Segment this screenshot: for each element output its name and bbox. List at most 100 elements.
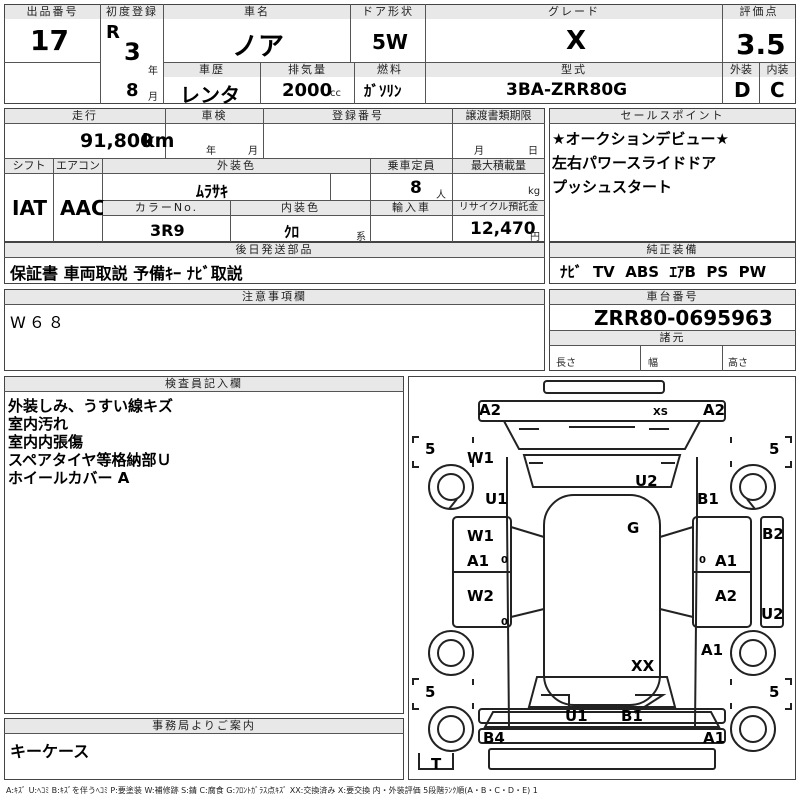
damage-legend: A:ｷｽﾞ U:ﾍｺﾐ B:ｷｽﾞを伴うﾍｺﾐ P:要塗装 W:補修跡 S:錆 …: [6, 786, 538, 795]
colorno-label: カラーNo.: [103, 201, 230, 215]
mark-a1-right-door: A1: [715, 552, 738, 570]
grade: X: [566, 26, 587, 56]
score: 3.5: [736, 28, 786, 61]
caution-label: 注意事項欄: [5, 290, 544, 304]
reg-era: R: [106, 22, 120, 43]
office-label: 事務局よりご案内: [5, 719, 403, 733]
fuel: ｶﾞｿﾘﾝ: [364, 82, 402, 100]
mark-t-spare: T: [431, 755, 442, 773]
model-label: 型式: [426, 63, 722, 77]
mark-a1-left-door: A1: [467, 552, 490, 570]
header-block: [4, 4, 796, 104]
transfer-day: 日: [528, 146, 538, 157]
score-label: 評価点: [723, 5, 795, 19]
transfer-month: 月: [474, 146, 484, 157]
mark-u1-left: U1: [485, 490, 508, 508]
spec-width: 幅: [648, 358, 658, 369]
mark-b2-side: B2: [762, 525, 784, 543]
mark-u1-rear: U1: [565, 707, 588, 725]
details-block: [4, 108, 545, 242]
lot-label: 出品番号: [5, 5, 100, 19]
grade-label: グレード: [426, 5, 722, 19]
name-label: 車名: [164, 5, 350, 19]
mileage-unit: km: [142, 130, 175, 152]
history: レンタ: [180, 83, 240, 107]
chassis-number: ZRR80-0695963: [594, 306, 773, 330]
recycle-label: リサイクル預託金: [453, 201, 544, 215]
mark-a2-front-left: A2: [479, 401, 502, 419]
spec-length: 長さ: [556, 358, 576, 369]
mark-zero-right: 0: [699, 555, 706, 566]
intcolor-label: 内装色: [231, 201, 370, 215]
recycle: 12,470: [470, 219, 536, 239]
regno-label: 登録番号: [264, 109, 452, 123]
mark-a1-rear-right: A1: [701, 641, 724, 659]
sales-line-2: 左右パワースライドドア: [552, 154, 717, 172]
lot-number: 17: [30, 24, 69, 57]
mark-w1-fender: W1: [467, 449, 494, 467]
intcolor-unit: 系: [356, 232, 366, 243]
sales-line-3: プッシュスタート: [552, 178, 673, 196]
capacity-label: 乗車定員: [371, 159, 452, 173]
capacity: 8: [410, 178, 422, 198]
mark-b1-right: B1: [697, 490, 719, 508]
tire-tread-rear-right: 5: [769, 683, 780, 701]
tire-tread-front-left: 5: [425, 440, 436, 458]
inspector-block: [4, 376, 404, 714]
load-label: 最大積載量: [453, 159, 544, 173]
office-text: キーケース: [10, 742, 90, 761]
equip-list: ﾅﾋﾞ TV ABS ｴｱB PS PW: [560, 263, 767, 281]
tire-tread-rear-left: 5: [425, 683, 436, 701]
sales-label: セールスポイント: [550, 109, 795, 123]
reg-month-unit: 月: [148, 92, 158, 103]
colorno: 3R9: [150, 221, 185, 240]
reg-year-unit: 年: [148, 66, 158, 77]
mark-xs: XS: [653, 407, 668, 418]
mark-w2-rear-door: W2: [467, 587, 494, 605]
model: 3BA-ZRR80G: [506, 80, 628, 100]
history-label: 車歴: [164, 63, 260, 77]
exterior-label: 外装: [723, 63, 759, 77]
transfer-label: 譲渡書類期限: [453, 109, 544, 123]
mark-a2-front-right: A2: [703, 401, 726, 419]
reg-month: 8: [126, 80, 139, 101]
interior-color: ｸﾛ: [284, 223, 300, 241]
door-type: 5W: [372, 30, 408, 54]
displacement-label: 排気量: [261, 63, 354, 77]
capacity-unit: 人: [436, 190, 446, 201]
chassis-label: 車台番号: [550, 290, 795, 304]
sales-block: [549, 108, 796, 242]
exterior-color: ﾑﾗｻｷ: [196, 182, 229, 201]
reg-year: 3: [124, 38, 141, 66]
inspector-label: 検査員記入欄: [5, 377, 403, 391]
load-unit: kg: [528, 186, 541, 197]
mileage: 91,800: [80, 130, 154, 152]
mileage-label: 走行: [5, 109, 165, 123]
spec-label: 諸元: [550, 331, 795, 345]
ac: AAC: [60, 196, 106, 220]
mark-a2-right-rear: A2: [715, 587, 738, 605]
later-parts-label: 後日発送部品: [5, 243, 544, 257]
damage-diagram: A2 XS A2 5 5 5 5 W1 U2 U1 B1 W1 G B2 A1 …: [408, 376, 796, 780]
color-label: 外装色: [103, 159, 370, 173]
tire-tread-front-right: 5: [769, 440, 780, 458]
mark-a1-bumper: A1: [703, 729, 726, 747]
exterior-grade: D: [734, 78, 751, 102]
displacement-unit: cc: [330, 88, 341, 99]
reg-label: 初度登録: [101, 5, 163, 19]
shift-label: シフト: [5, 159, 53, 173]
equip-label: 純正装備: [550, 243, 795, 257]
inspector-line-2: 室内汚れ: [8, 415, 69, 433]
mark-u2-roof: U2: [635, 472, 658, 490]
interior-grade: C: [770, 78, 785, 102]
caution-text: W６８: [10, 313, 67, 332]
mark-zero-left-2: 0: [501, 617, 508, 628]
fuel-label: 燃料: [355, 63, 425, 77]
inspector-line-1: 外装しみ、うすい線キズ: [8, 397, 174, 415]
inspector-line-5: ホイールカバー A: [8, 469, 130, 487]
interior-label: 内装: [760, 63, 795, 77]
mark-w1-door: W1: [467, 527, 494, 545]
import-label: 輸入車: [371, 201, 452, 215]
mark-zero-left: 0: [501, 555, 508, 566]
mark-b4-bumper: B4: [483, 729, 505, 747]
